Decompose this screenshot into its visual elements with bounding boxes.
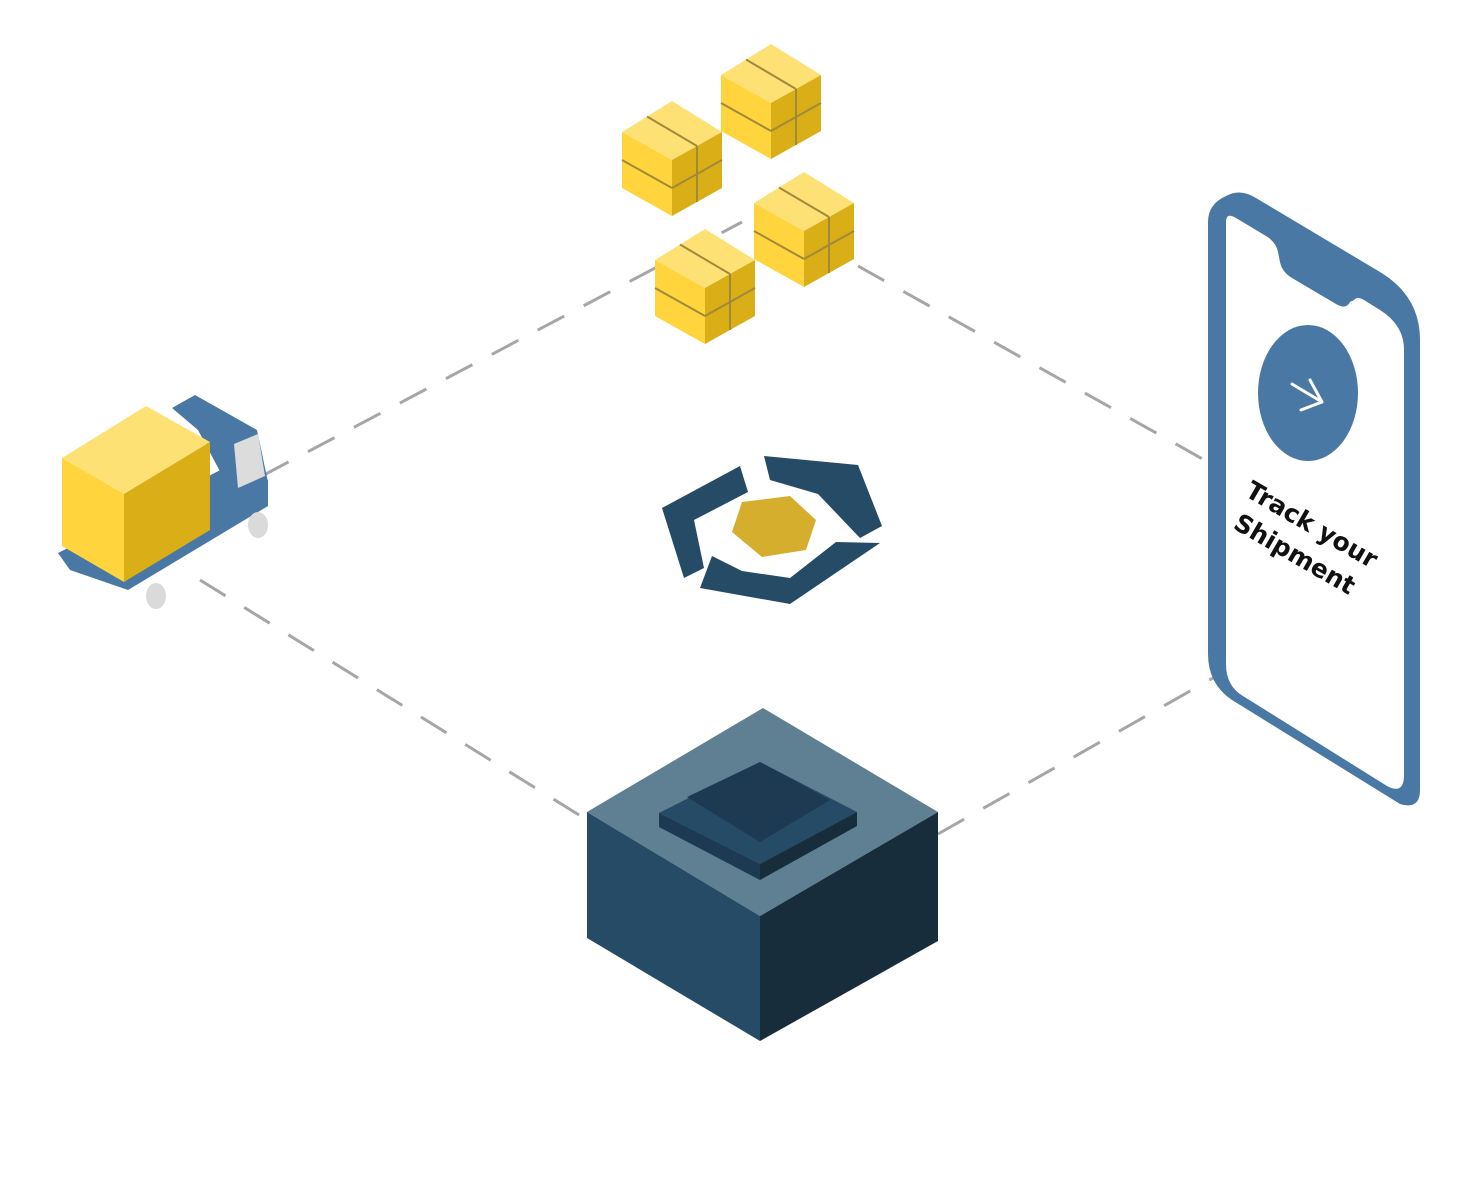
track-button[interactable] bbox=[1258, 325, 1358, 461]
line-warehouse-to-phone bbox=[937, 676, 1214, 836]
arrow-right-icon bbox=[1290, 378, 1324, 412]
phone-device: Track your Shipment bbox=[1208, 192, 1420, 806]
parcel-icon bbox=[654, 229, 756, 344]
connector-lines bbox=[199, 220, 1214, 836]
parcel-stack bbox=[621, 44, 855, 344]
warehouse-block-icon bbox=[587, 708, 938, 1041]
parcel-icon bbox=[621, 101, 723, 216]
line-boxes-to-phone bbox=[857, 264, 1209, 464]
company-logo-icon bbox=[662, 456, 882, 604]
delivery-truck-icon bbox=[58, 395, 268, 609]
parcel-icon bbox=[753, 172, 855, 287]
line-truck-to-warehouse bbox=[199, 578, 601, 830]
line-truck-to-boxes bbox=[261, 220, 743, 478]
parcel-icon bbox=[720, 44, 822, 159]
